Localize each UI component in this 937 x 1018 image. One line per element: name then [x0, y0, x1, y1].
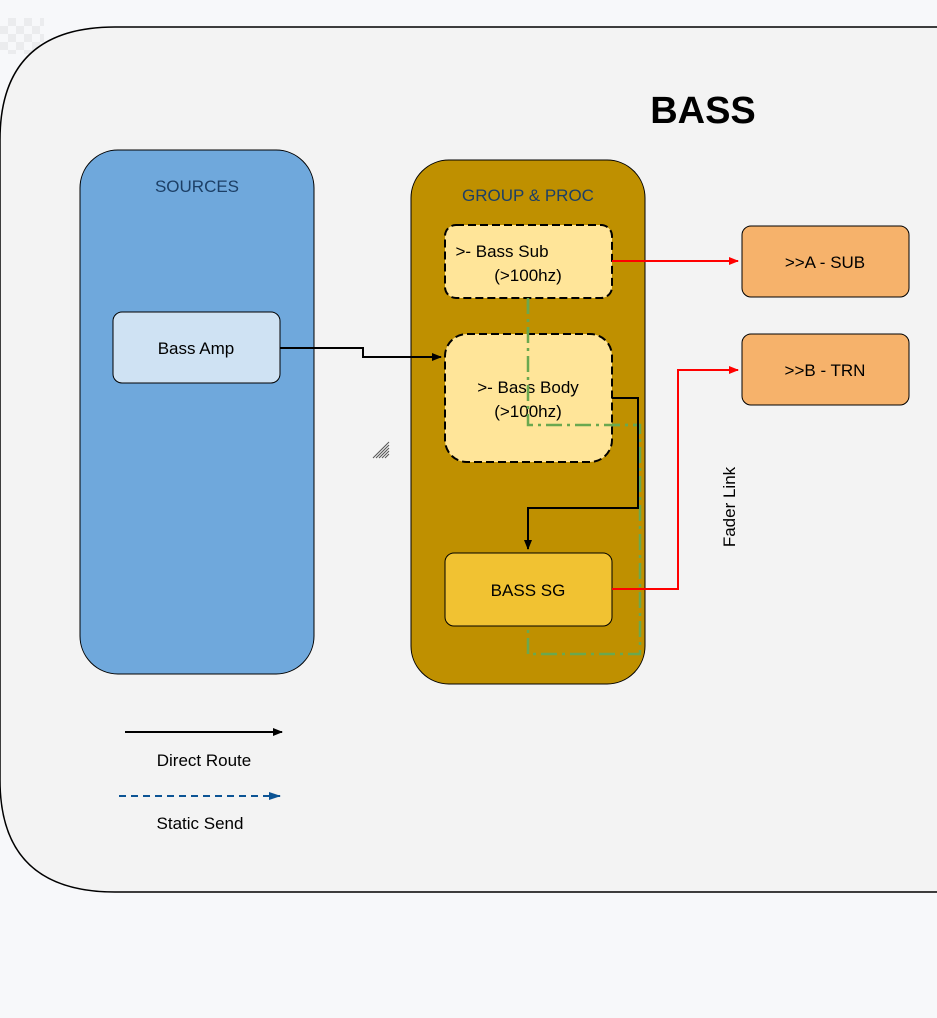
bass-sub-node[interactable] — [444, 224, 613, 299]
resize-grip-icon — [372, 441, 390, 459]
sources-group-label: SOURCES — [155, 177, 239, 196]
group-proc-group-label: GROUP & PROC — [462, 186, 594, 205]
output-a-sub-label: >>A - SUB — [785, 253, 865, 272]
bass-sub-label-line2: (>100hz) — [494, 266, 562, 285]
diagram-title: BASS — [650, 90, 756, 132]
output-b-trn-label: >>B - TRN — [785, 361, 866, 380]
sources-group — [79, 149, 315, 675]
legend-direct-route-label: Direct Route — [157, 751, 251, 770]
bass-body-label-line2: (>100hz) — [494, 402, 562, 421]
bass-sub-label-line1: >- Bass Sub — [455, 242, 548, 261]
bass-sg-label: BASS SG — [491, 581, 566, 600]
route-bass-amp-to-bass-body — [280, 347, 442, 361]
bass-amp-label: Bass Amp — [158, 339, 235, 358]
route-bass-body-to-bass-sg — [524, 397, 639, 550]
fader-link-label: Fader Link — [720, 466, 739, 547]
legend-static-send-label: Static Send — [157, 814, 244, 833]
route-bass-sg-to-output-b — [612, 366, 739, 590]
output-a-sub-node[interactable] — [741, 225, 910, 298]
fader-link-line-overlay — [526, 298, 640, 427]
fader-link-line — [526, 298, 642, 656]
output-b-trn-node[interactable] — [741, 333, 910, 406]
